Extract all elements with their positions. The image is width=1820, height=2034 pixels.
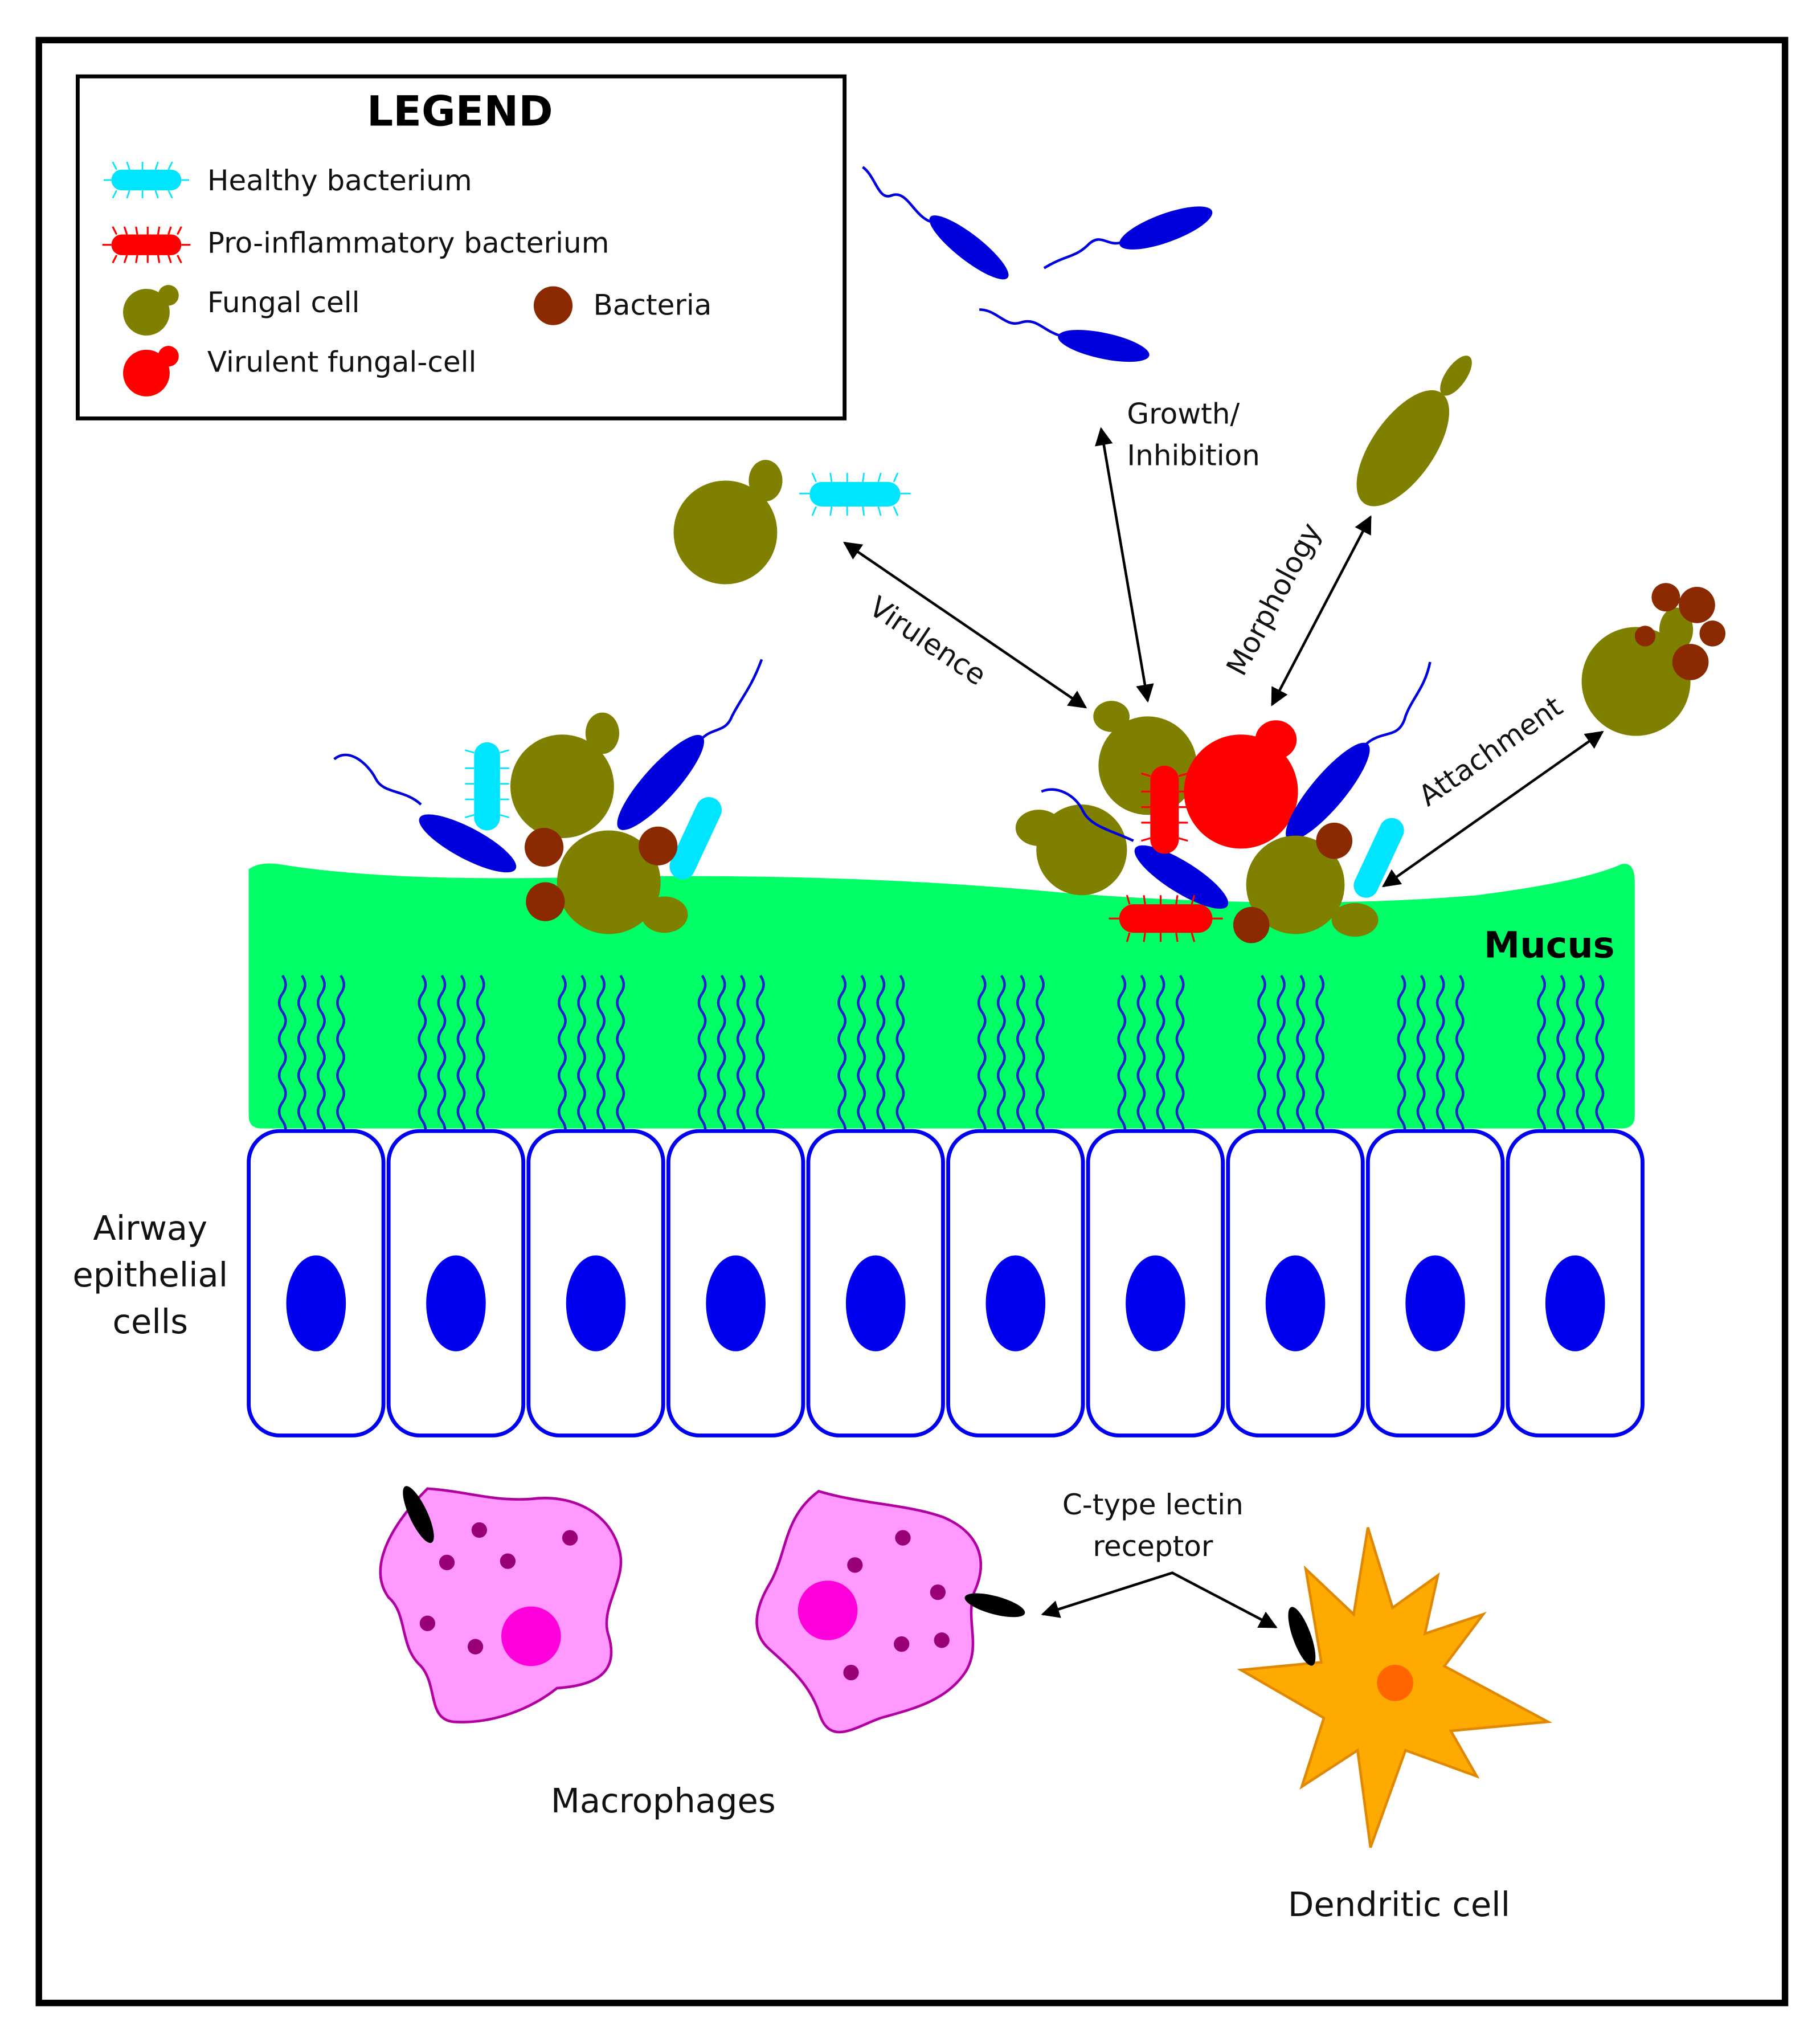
proinflammatory-bacterium-icon xyxy=(102,226,191,264)
cilium xyxy=(857,974,866,1140)
epithelial-nucleus xyxy=(706,1255,766,1351)
legend-title: LEGEND xyxy=(367,87,553,136)
lectin-label-line2: receptor xyxy=(1093,1530,1213,1563)
macrophage-middle xyxy=(755,1489,1025,1734)
cilium xyxy=(977,974,987,1140)
cilium xyxy=(895,974,905,1140)
mucus-layer xyxy=(248,863,1635,1129)
cilium xyxy=(1537,974,1547,1140)
cilium xyxy=(1156,974,1165,1140)
legend-fungal-label: Fungal cell xyxy=(207,286,360,319)
cilium xyxy=(1036,974,1045,1140)
epithelial-nucleus xyxy=(1545,1255,1605,1351)
airway-label-line1: Airway xyxy=(93,1208,207,1248)
cilium xyxy=(1296,974,1306,1140)
cilium xyxy=(876,974,886,1140)
fungal-cell-with-bacteria xyxy=(1581,583,1725,736)
cilium xyxy=(1175,974,1185,1140)
cilium xyxy=(1435,974,1445,1140)
epithelial-nucleus xyxy=(845,1255,906,1351)
epithelial-nucleus xyxy=(985,1255,1046,1351)
legend-proinflammatory-label: Pro-inflammatory bacterium xyxy=(207,226,610,259)
elongated-fungal-cell xyxy=(1356,356,1472,507)
macrophage-left xyxy=(379,1486,623,1723)
rod-bacteria-group-top xyxy=(862,166,1213,362)
legend-box xyxy=(76,74,847,420)
dendritic-cell xyxy=(1237,1527,1553,1848)
healthy-bacterium-icon xyxy=(103,161,190,199)
virulent-fungal-cell-icon xyxy=(123,346,179,397)
legend-virulent-label: Virulent fungal-cell xyxy=(207,346,477,379)
cilium xyxy=(1016,974,1025,1140)
lectin-label-line1: C-type lectin xyxy=(1062,1488,1244,1521)
legend-healthy-label: Healthy bacterium xyxy=(207,164,472,197)
cilium xyxy=(1556,974,1566,1140)
cilium xyxy=(577,974,586,1140)
airway-label-line2: epithelial xyxy=(72,1255,228,1294)
cilium xyxy=(1277,974,1286,1140)
epithelial-nucleus xyxy=(1126,1255,1185,1351)
cilium xyxy=(1257,974,1266,1140)
macrophages-label: Macrophages xyxy=(551,1781,776,1820)
cilium xyxy=(1416,974,1426,1140)
cilium xyxy=(736,974,746,1140)
cilium xyxy=(1595,974,1605,1140)
growth-label-line1: Growth/ xyxy=(1127,397,1240,430)
cilium xyxy=(557,974,567,1140)
virulence-arrow xyxy=(843,541,1087,709)
epithelial-nucleus xyxy=(286,1255,346,1351)
cilium xyxy=(697,974,707,1140)
fungal-cell-virulence xyxy=(673,460,783,585)
cilium xyxy=(418,974,427,1140)
cilium xyxy=(317,974,326,1140)
cilium xyxy=(1576,974,1585,1140)
cilium xyxy=(1136,974,1146,1140)
epithelial-nucleus xyxy=(1405,1255,1465,1351)
attachment-arrow xyxy=(1382,730,1604,888)
cilium xyxy=(297,974,306,1140)
growth-label-line2: Inhibition xyxy=(1127,439,1259,472)
legend: LEGEND Healthy bacterium Pro-inflammator… xyxy=(76,74,847,420)
lectin-receptor-dendritic xyxy=(1288,1607,1316,1666)
left-microbial-cluster xyxy=(333,659,763,934)
epithelial-nucleus xyxy=(426,1255,486,1351)
healthy-bacterium-top xyxy=(799,472,911,516)
fungal-cell-icon xyxy=(123,285,179,336)
cilium xyxy=(1397,974,1406,1140)
legend-bacteria-label: Bacteria xyxy=(594,288,712,321)
mucus-label: Mucus xyxy=(1484,924,1615,966)
cilium xyxy=(456,974,466,1140)
cilium xyxy=(717,974,726,1140)
morphology-arrow xyxy=(1271,515,1372,706)
cilium xyxy=(476,974,485,1140)
cilium xyxy=(596,974,606,1140)
airway-label-line3: cells xyxy=(113,1302,189,1341)
cilium xyxy=(616,974,625,1140)
cilium xyxy=(437,974,447,1140)
cilium xyxy=(755,974,765,1140)
cilium xyxy=(1315,974,1325,1140)
bacteria-icon xyxy=(533,286,573,325)
growth-inhibition-arrow xyxy=(1095,427,1154,703)
epithelial-nucleus xyxy=(1265,1255,1326,1351)
lectin-arrows xyxy=(1041,1571,1278,1629)
dendritic-label: Dendritic cell xyxy=(1288,1885,1510,1924)
right-microbial-cluster xyxy=(1015,661,1432,944)
cilium xyxy=(837,974,847,1140)
cilia xyxy=(277,974,1605,1140)
lectin-receptor-middle xyxy=(964,1593,1025,1618)
airway-epithelium xyxy=(247,1129,1645,1437)
cilium xyxy=(1117,974,1127,1140)
cilium xyxy=(277,974,287,1140)
cilium xyxy=(996,974,1006,1140)
epithelial-nucleus xyxy=(566,1255,626,1351)
cilium xyxy=(1455,974,1465,1140)
lectin-receptor-left xyxy=(403,1486,434,1543)
cilium xyxy=(336,974,346,1140)
